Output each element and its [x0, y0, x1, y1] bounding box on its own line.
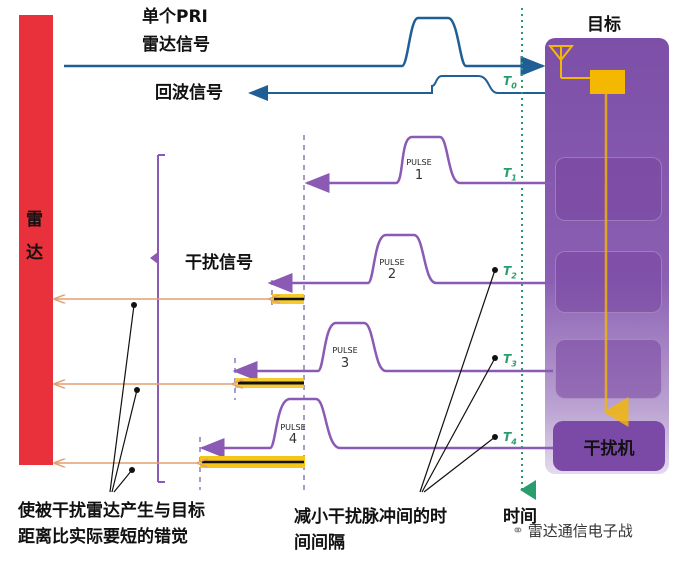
single-pri-label-1: 单个PRI [142, 7, 208, 27]
wechat-icon: ⚭ [512, 522, 524, 539]
pulse-3-line [232, 321, 553, 381]
radar-label-1: 雷 [26, 210, 43, 230]
pulse-3-label: PULSE [332, 346, 358, 355]
pulse-4-line [199, 397, 553, 458]
t4-label: T4 [503, 430, 517, 447]
radar-bar [19, 15, 53, 465]
watermark-text: 雷达通信电子战 [527, 522, 633, 540]
middle-annotation-2: 间间隔 [294, 533, 345, 553]
radar-label-2: 达 [26, 243, 43, 263]
pulse-4-number: 4 [288, 432, 298, 447]
radar-signal-line [64, 16, 546, 76]
pulse-1-line [304, 135, 553, 193]
echo-signal-label: 回波信号 [155, 83, 223, 103]
jamming-signal-label: 干扰信号 [185, 253, 253, 273]
time-axis-label: 时间 [503, 507, 537, 527]
echo-signal-line [248, 75, 545, 101]
middle-annotation-1: 减小干扰脉冲间的时 [294, 507, 447, 527]
t2-label: T2 [503, 264, 517, 281]
pulse-2-line [267, 233, 553, 293]
single-pri-label-2: 雷达信号 [142, 35, 210, 55]
t3-label: T3 [503, 352, 517, 369]
pulse-4-label: PULSE [280, 423, 306, 432]
pulse-3-number: 3 [340, 356, 350, 371]
target-stage-2 [555, 251, 662, 313]
target-stage-1 [555, 157, 662, 221]
pulse-2-number: 2 [387, 267, 397, 282]
t0-label: T0 [503, 74, 517, 91]
t1-label: T1 [503, 166, 517, 183]
receiver-box [590, 70, 625, 94]
left-annotation-1: 使被干扰雷达产生与目标 [18, 501, 205, 521]
left-annotation-2: 距离比实际要短的错觉 [18, 527, 188, 547]
pulse-1-label: PULSE [406, 158, 432, 167]
pulse-2-label: PULSE [379, 258, 405, 267]
pulse-1-number: 1 [414, 168, 424, 183]
watermark: ⚭ 雷达通信电子战 [512, 520, 633, 541]
target-title: 目标 [587, 15, 621, 35]
jammer-box: 干扰机 [553, 421, 665, 471]
